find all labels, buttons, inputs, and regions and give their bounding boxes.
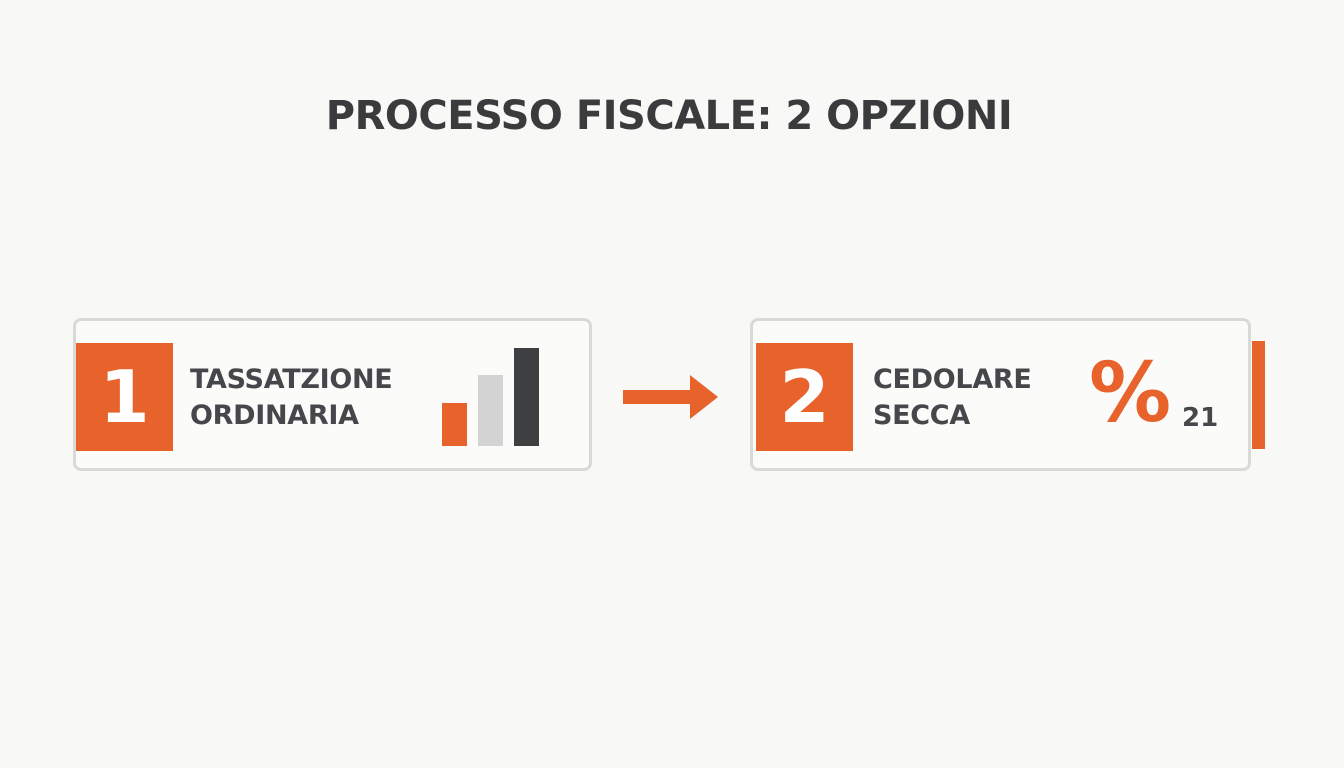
option-label-line-1: TASSATZIONE: [190, 364, 393, 395]
option-number-badge: 2: [756, 343, 853, 451]
option-card-ordinaria: 1 TASSATZIONE ORDINARIA: [73, 318, 592, 471]
diagram-title: PROCESSO FISCALE: 2 OPZIONI: [325, 93, 1013, 139]
percent-icon: %: [1089, 346, 1172, 441]
option-number-badge: 1: [76, 343, 173, 451]
bar-chart-icon-bar-2: [478, 375, 503, 446]
option-label: TASSATZIONE ORDINARIA: [190, 362, 393, 434]
option-label-line-2: ORDINARIA: [190, 400, 359, 431]
bar-chart-icon-bar-3: [514, 348, 539, 446]
tax-rate-value: 21: [1182, 403, 1219, 433]
arrow-right-icon: [623, 375, 718, 419]
option-card-cedolare-secca: 2 CEDOLARE SECCA % 21: [750, 318, 1251, 471]
option-label-line-2: SECCA: [873, 400, 970, 431]
option-label: CEDOLARE SECCA: [873, 362, 1032, 434]
bar-chart-icon: [442, 348, 539, 446]
card-edge-accent: [1252, 341, 1265, 449]
bar-chart-icon-bar-1: [442, 403, 467, 446]
option-label-line-1: CEDOLARE: [873, 364, 1032, 395]
